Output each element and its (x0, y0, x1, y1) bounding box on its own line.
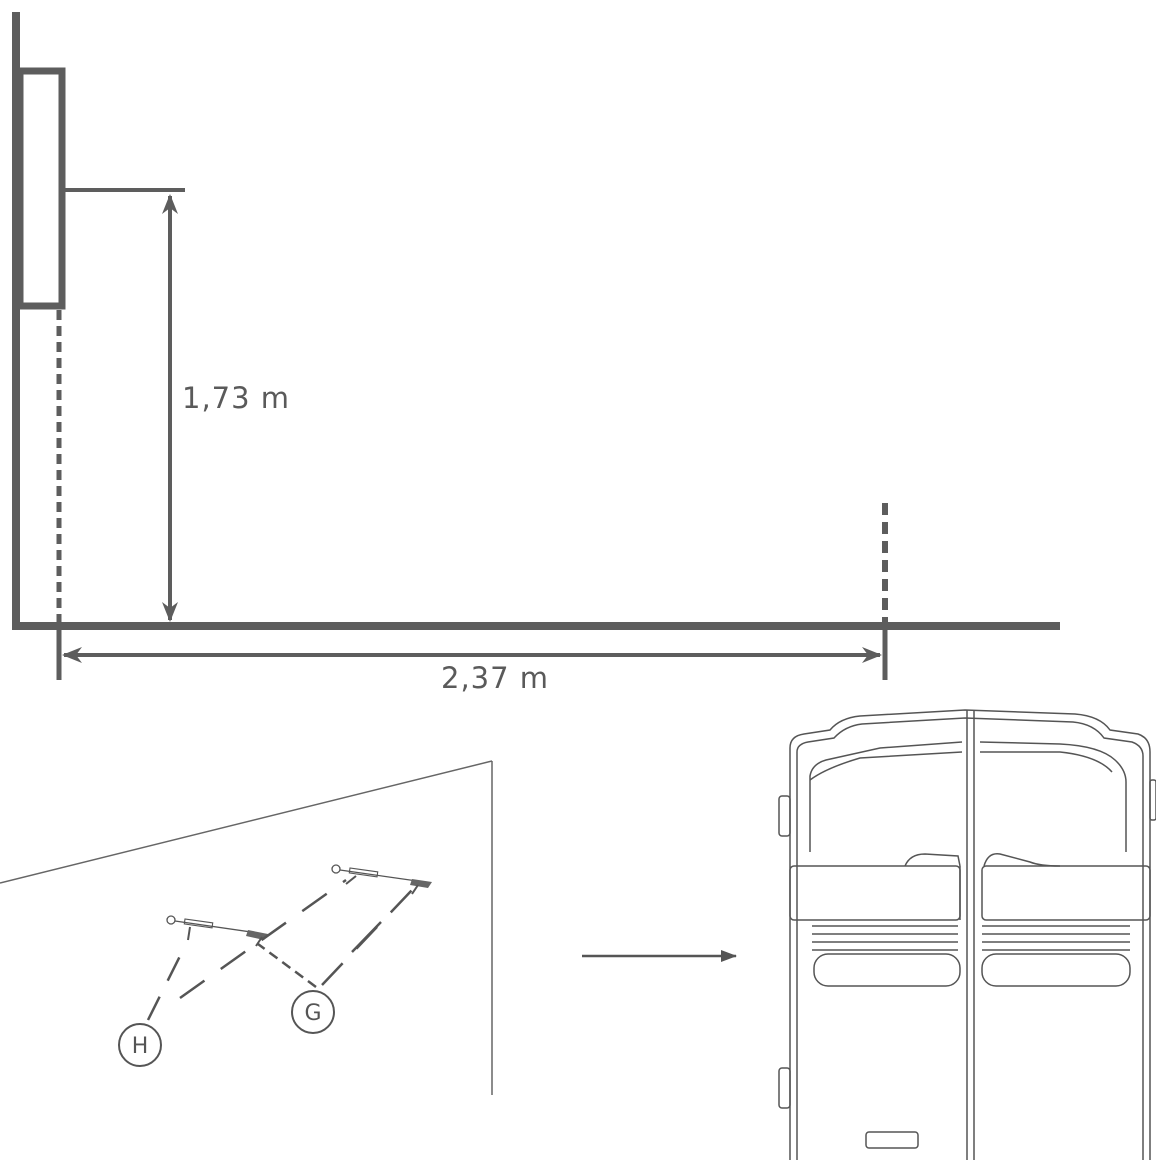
screw-anchor-icon (331, 864, 432, 895)
width-dimension-label: 2,37 m (441, 661, 549, 695)
label-g: G (291, 990, 335, 1034)
label-h-text: H (132, 1034, 149, 1059)
heater-unit-icon (778, 709, 1156, 1160)
wall-perspective (0, 760, 493, 1095)
leader-lines (146, 878, 413, 1021)
height-dimension-label: 1,73 m (182, 381, 290, 415)
screw-anchor-icon (166, 915, 268, 947)
label-h: H (118, 1023, 162, 1067)
label-g-text: G (304, 1001, 321, 1026)
